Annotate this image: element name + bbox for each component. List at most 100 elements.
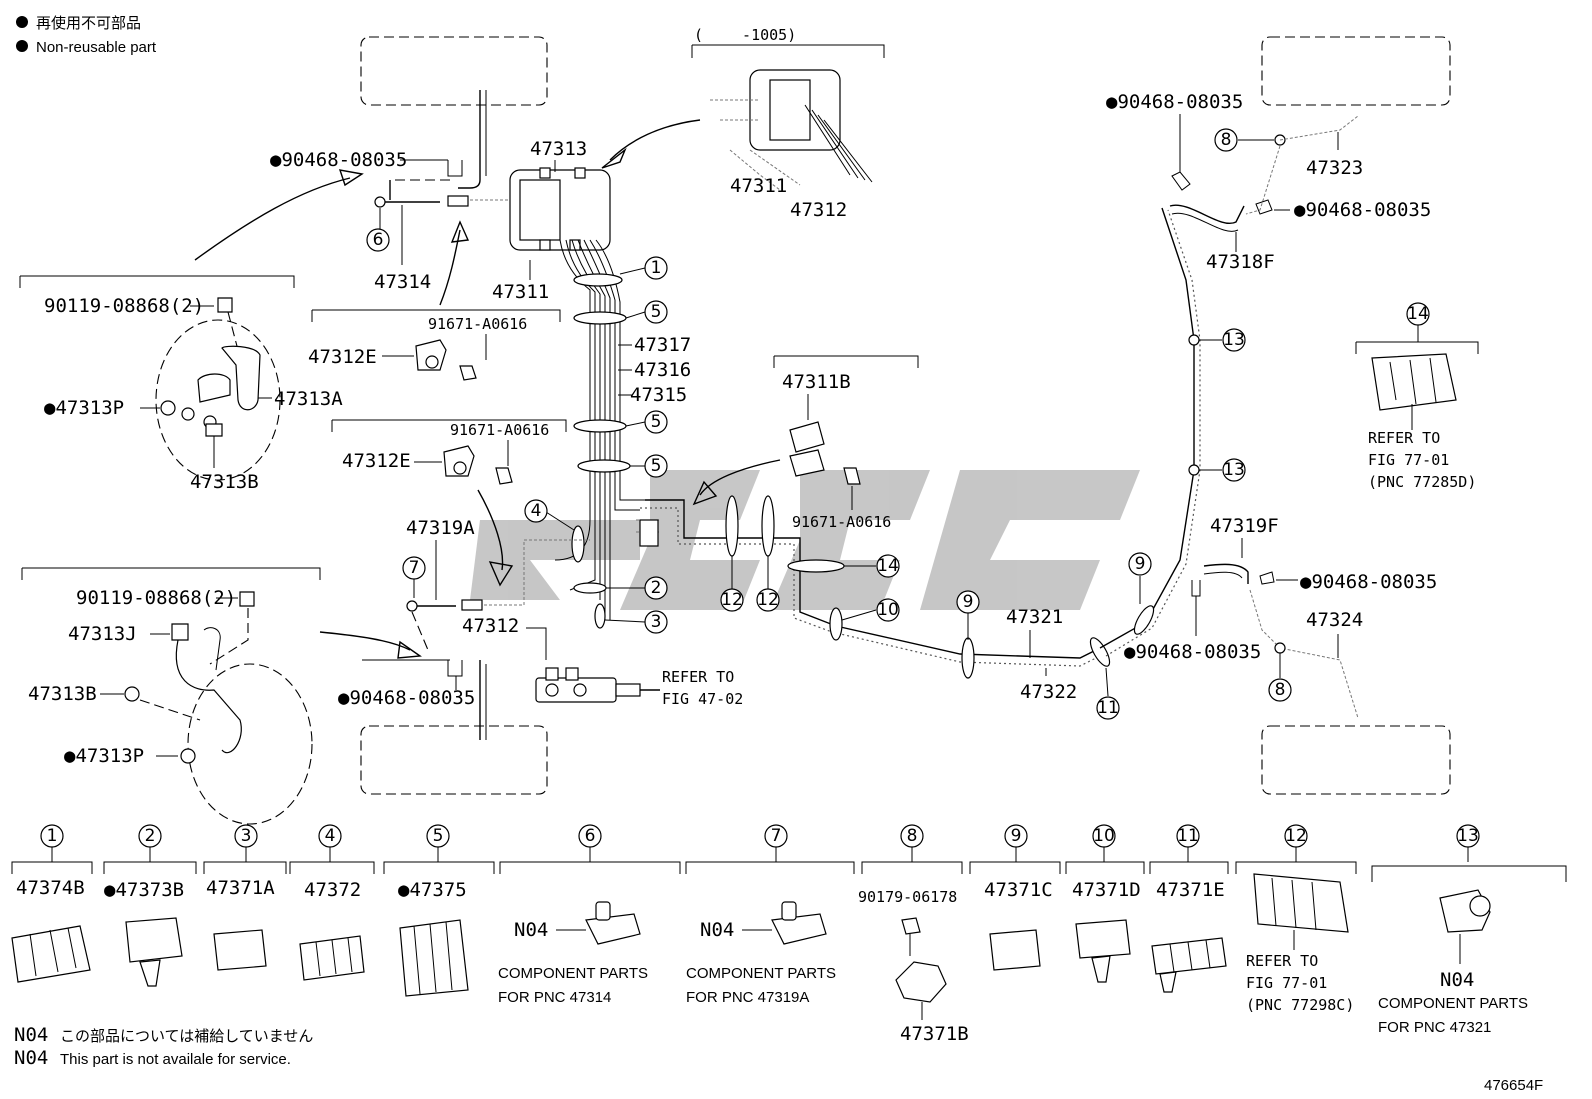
label-47311-mid: 47311 (492, 281, 549, 303)
label-47321: 47321 (1006, 606, 1063, 628)
label-47323: 47323 (1306, 157, 1363, 179)
clamp-1 (573, 273, 623, 287)
refer-77285D-line1: REFER TO (1368, 429, 1440, 447)
label-47318F: 47318F (1206, 251, 1275, 273)
svg-text:5: 5 (651, 302, 662, 322)
svg-text:14: 14 (877, 556, 899, 576)
footnote-code-2: N04 (14, 1047, 48, 1069)
catalog-part-7-note2: FOR PNC 47319A (686, 989, 809, 1006)
refer-fig-47-02-line1: REFER TO (662, 668, 734, 686)
label-47313P-a: ●47313P (44, 397, 124, 419)
catalog-part-9: 47371C (984, 879, 1053, 901)
catalog-part-1: 47374B (16, 877, 85, 899)
svg-text:7: 7 (771, 826, 782, 846)
clamp-12b (761, 495, 775, 557)
svg-text:3: 3 (651, 612, 662, 632)
clip-47312E-a (415, 339, 477, 381)
catalog-part-12-line1: REFER TO (1246, 952, 1318, 970)
clamp-14 (787, 559, 845, 573)
wheel-box-front-left (360, 36, 548, 106)
arrow-to-front-left (194, 177, 351, 261)
svg-text:11: 11 (1097, 698, 1119, 718)
label-91671-c: 91671-A0616 (792, 513, 891, 531)
refer-77285D-line2: FIG 77-01 (1368, 451, 1449, 469)
refer-77285D-line3: (PNC 77285D) (1368, 473, 1476, 491)
callout-6-diagram (366, 228, 390, 252)
label-47312E-a: 47312E (308, 346, 377, 368)
label-47311-top: 47311 (730, 175, 787, 197)
brake-actuator (509, 167, 611, 251)
svg-text:12: 12 (721, 590, 743, 610)
svg-text:7: 7 (409, 558, 420, 578)
refer-fig-47-02-line2: FIG 47-02 (662, 690, 743, 708)
catalog-part-10: 47371D (1072, 879, 1141, 901)
legend-jp: 再使用不可部品 (36, 15, 141, 32)
catalog-part-5: ●47375 (398, 879, 467, 901)
clamp-9b (1133, 605, 1155, 635)
clamp-10 (829, 607, 843, 641)
label-47319F: 47319F (1210, 515, 1279, 537)
label-47312E-b: 47312E (342, 450, 411, 472)
svg-text:1: 1 (651, 258, 662, 278)
catalog-part-12-line3: (PNC 77298C) (1246, 996, 1354, 1014)
actuator-inset-drawing (710, 69, 873, 191)
svg-text:13: 13 (1457, 826, 1479, 846)
clamp-3 (594, 603, 606, 629)
svg-text:10: 10 (1093, 826, 1115, 846)
svg-text:12: 12 (757, 590, 779, 610)
label-47322: 47322 (1020, 681, 1077, 703)
legend-bullet-2 (16, 40, 28, 52)
catalog-part-7-note1: COMPONENT PARTS (686, 965, 836, 982)
label-47324: 47324 (1306, 609, 1363, 631)
svg-text:5: 5 (651, 412, 662, 432)
svg-text:1: 1 (47, 826, 58, 846)
clip-47311B (789, 421, 861, 485)
label-91671-a: 91671-A0616 (428, 315, 527, 333)
catalog-part-6-code: N04 (514, 919, 548, 941)
svg-text:5: 5 (433, 826, 444, 846)
label-47316: 47316 (634, 359, 691, 381)
label-47313A: 47313A (274, 388, 343, 410)
svg-text:10: 10 (877, 600, 899, 620)
label-90119-b: 90119-08868(2) (76, 587, 236, 609)
footnote-jp: この部品については補給していません (60, 1028, 313, 1045)
figure-id: 476654F (1484, 1077, 1543, 1094)
brake-line-bundle (554, 239, 645, 620)
label-47312-mid: 47312 (462, 615, 519, 637)
label-47313: 47313 (530, 138, 587, 160)
label-90468-f: ●90468-08035 (1124, 641, 1261, 663)
catalog-part-8-bolt: 90179-06178 (858, 888, 957, 906)
clamp-12a (725, 495, 739, 557)
svg-text:8: 8 (907, 826, 918, 846)
svg-text:8: 8 (1221, 130, 1232, 150)
label-47314: 47314 (374, 271, 431, 293)
label-47313P-b: ●47313P (64, 745, 144, 767)
header-range: ( -1005) (694, 26, 796, 44)
label-90468-a: ●90468-08035 (270, 149, 407, 171)
svg-text:3: 3 (241, 826, 252, 846)
wheel-box-front-left-lower (360, 725, 548, 795)
label-47319A: 47319A (406, 517, 475, 539)
wheel-box-rear-right (1261, 36, 1451, 106)
svg-text:9: 9 (1135, 554, 1146, 574)
svg-text:6: 6 (585, 826, 596, 846)
clamp-5c (577, 459, 631, 473)
catalog-part-6-note1: COMPONENT PARTS (498, 965, 648, 982)
clamp-9a (961, 637, 975, 679)
parts-catalog: 1 47374B 2 ●47373B 3 47371A 4 47372 5 ●4… (11, 824, 1567, 1045)
clip-14-drawing (1371, 353, 1457, 411)
label-90119-a: 90119-08868(2) (44, 295, 204, 317)
catalog-part-11: 47371E (1156, 879, 1225, 901)
clamp-5a (573, 311, 627, 325)
legend-en: Non-reusable part (36, 39, 157, 56)
label-47315: 47315 (630, 384, 687, 406)
arrow-inset-to-actuator (609, 119, 701, 161)
catalog-part-8-clip: 47371B (900, 1023, 969, 1045)
label-47313J: 47313J (68, 623, 137, 645)
front-left-wheel-circle-a (155, 319, 281, 481)
svg-text:11: 11 (1177, 826, 1199, 846)
svg-text:14: 14 (1407, 304, 1429, 324)
svg-text:13: 13 (1223, 460, 1245, 480)
svg-text:2: 2 (651, 578, 662, 598)
